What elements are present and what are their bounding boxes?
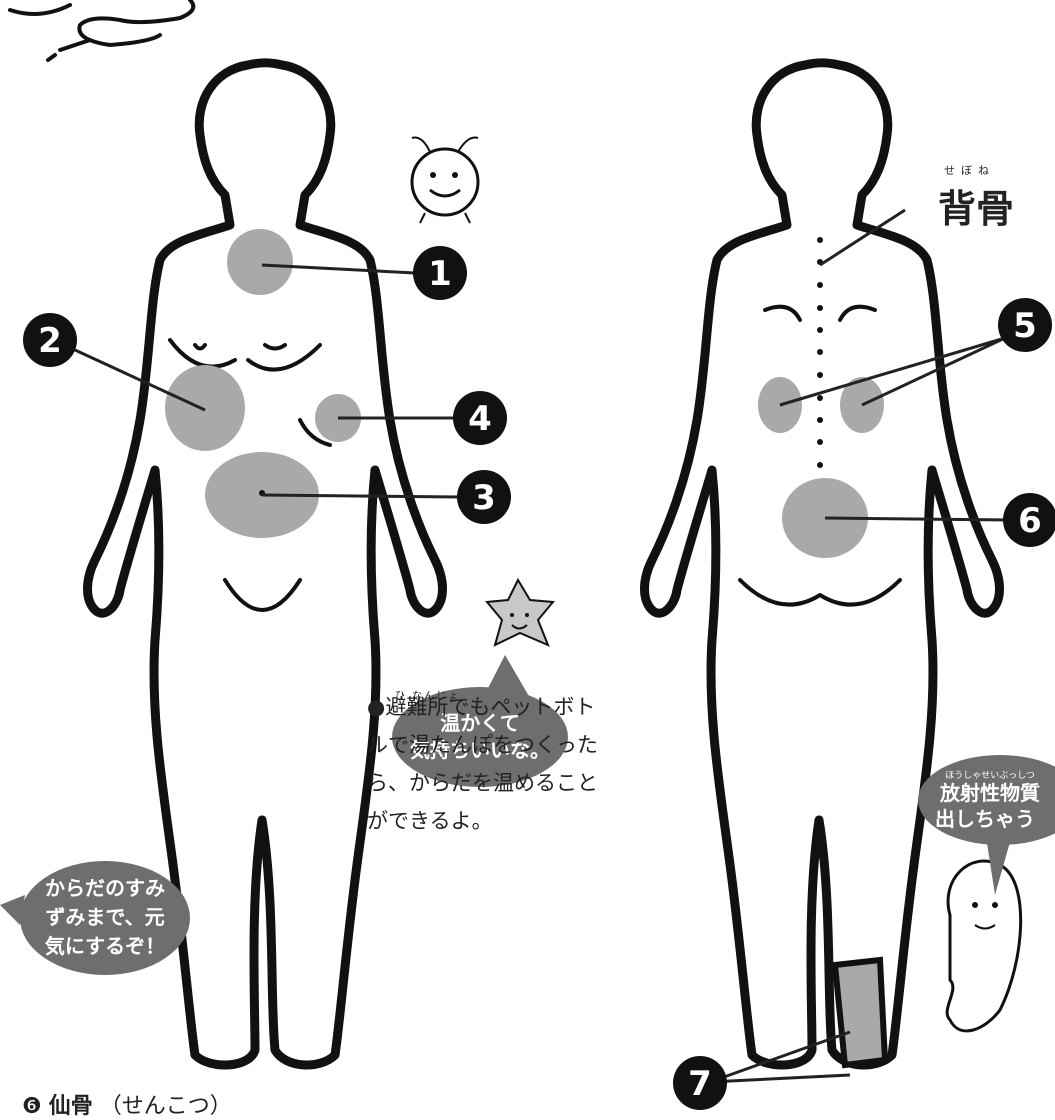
badge-4: 4 (453, 391, 507, 445)
svg-text:ずみまで、元: ずみまで、元 (45, 905, 164, 929)
badge-2: 2 (23, 313, 77, 367)
badge-6: 6 (1003, 493, 1055, 547)
badge-1: 1 (413, 246, 467, 300)
note-line-3: ら、からだを温めること (367, 764, 667, 802)
spine-label: せぼね 背骨 (938, 178, 1014, 233)
note-line-4: ができるよ。 (367, 802, 667, 840)
spine-ruby: せぼね (944, 162, 995, 178)
spot-2 (165, 365, 245, 451)
bug-mascot-icon (412, 138, 478, 223)
svg-text:7: 7 (688, 1064, 712, 1104)
svg-text:出しちゃう: 出しちゃう (935, 807, 1035, 831)
svg-text:5: 5 (1013, 306, 1037, 346)
badge-3: 3 (457, 470, 511, 524)
star-mascot-icon (487, 580, 553, 645)
svg-text:4: 4 (468, 399, 492, 439)
sacrum-number: ❻ (22, 1094, 42, 1119)
spot-7 (835, 960, 885, 1065)
speech-bubble-body: からだのすみ ずみまで、元 気にするぞ！ (0, 861, 190, 975)
sacrum-reading: （せんこつ） (100, 1094, 232, 1119)
svg-text:2: 2 (38, 321, 62, 361)
heater-cord-illustration (10, 0, 193, 60)
note-ruby: ひ なんじょ (395, 678, 460, 716)
svg-text:気にするぞ！: 気にするぞ！ (45, 934, 165, 958)
svg-text:からだのすみ: からだのすみ (45, 876, 165, 900)
badge-5: 5 (998, 298, 1052, 352)
svg-text:3: 3 (472, 478, 496, 518)
note-line-2: ルで湯たんぽをつくった (367, 726, 667, 764)
sacrum-heading: ❻ 仙骨 （せんこつ） (22, 1088, 232, 1120)
spot-1 (227, 229, 293, 295)
evacuation-note: ひ なんじょ ●避難所でもペットボト ルで湯たんぽをつくった ら、からだを温める… (367, 688, 667, 840)
svg-text:ほうしゃせいぶっしつ: ほうしゃせいぶっしつ (945, 770, 1034, 781)
svg-text:放射性物質: 放射性物質 (939, 781, 1040, 805)
sacrum-term: 仙骨 (49, 1094, 93, 1119)
ghost-mascot-icon (947, 861, 1021, 1031)
spine-dots (817, 237, 823, 468)
badge-7: 7 (673, 1056, 727, 1110)
svg-text:1: 1 (428, 254, 452, 294)
svg-text:6: 6 (1018, 501, 1042, 541)
